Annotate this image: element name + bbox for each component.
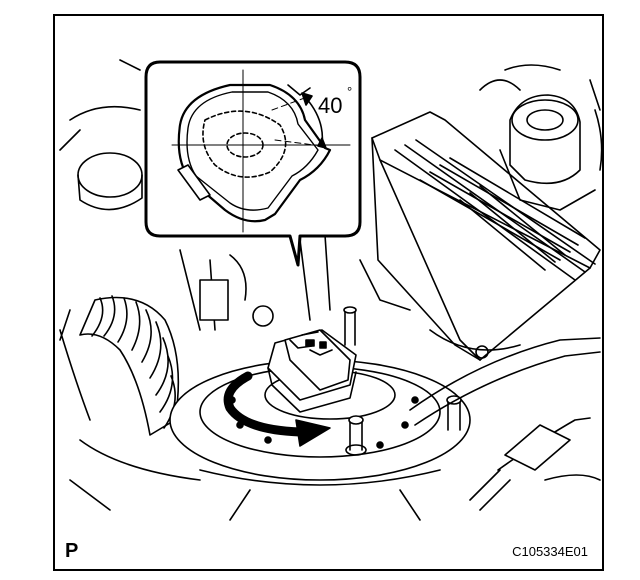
view-code-label: P <box>65 540 79 562</box>
mounting-bolts <box>343 306 462 456</box>
rotation-arrow <box>223 371 331 447</box>
corrugated-hose <box>59 295 180 436</box>
wiring-harness <box>409 337 601 511</box>
detail-inset <box>144 60 362 267</box>
figure-id-label: C105334E01 <box>512 544 588 559</box>
left-cap <box>59 59 143 211</box>
pump-base <box>169 359 471 521</box>
control-module <box>371 111 601 361</box>
engine-bay-detail <box>69 79 603 511</box>
angle-value: 40 <box>318 93 343 118</box>
reservoir-cap <box>499 64 601 211</box>
fuel-pump-connector <box>267 329 357 413</box>
degree-symbol: ° <box>347 84 353 99</box>
